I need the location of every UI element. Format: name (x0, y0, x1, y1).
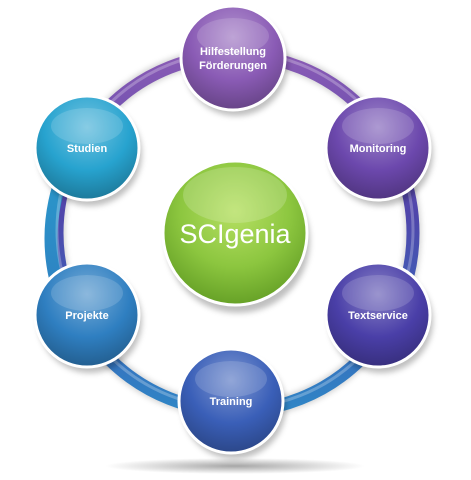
node-label: Studien (67, 143, 108, 155)
node-projekte: Projekte (33, 261, 142, 373)
node-label: Monitoring (350, 143, 407, 155)
node-label: Projekte (65, 310, 108, 322)
node-highlight (197, 18, 269, 54)
node-circle (179, 4, 287, 112)
center-label: SCIgenia (179, 219, 291, 249)
node-circle (33, 94, 141, 202)
node-label: Training (210, 396, 253, 408)
center-node: SCIgenia (161, 159, 310, 313)
node-textservice: Textservice (324, 261, 433, 373)
node-label: Förderungen (199, 60, 267, 72)
node-studien: Studien (33, 94, 142, 206)
node-label: Textservice (348, 310, 408, 322)
node-highlight (342, 275, 414, 311)
node-circle (177, 347, 285, 455)
ground-shadow (105, 458, 365, 474)
node-circle (324, 94, 432, 202)
node-label: Hilfestellung (200, 46, 266, 58)
node-highlight (342, 108, 414, 144)
node-training: Training (177, 347, 286, 459)
node-highlight (51, 108, 123, 144)
node-circle (324, 261, 432, 369)
node-highlight (51, 275, 123, 311)
node-circle (33, 261, 141, 369)
node-monitoring: Monitoring (324, 94, 433, 206)
node-highlight (195, 361, 267, 397)
